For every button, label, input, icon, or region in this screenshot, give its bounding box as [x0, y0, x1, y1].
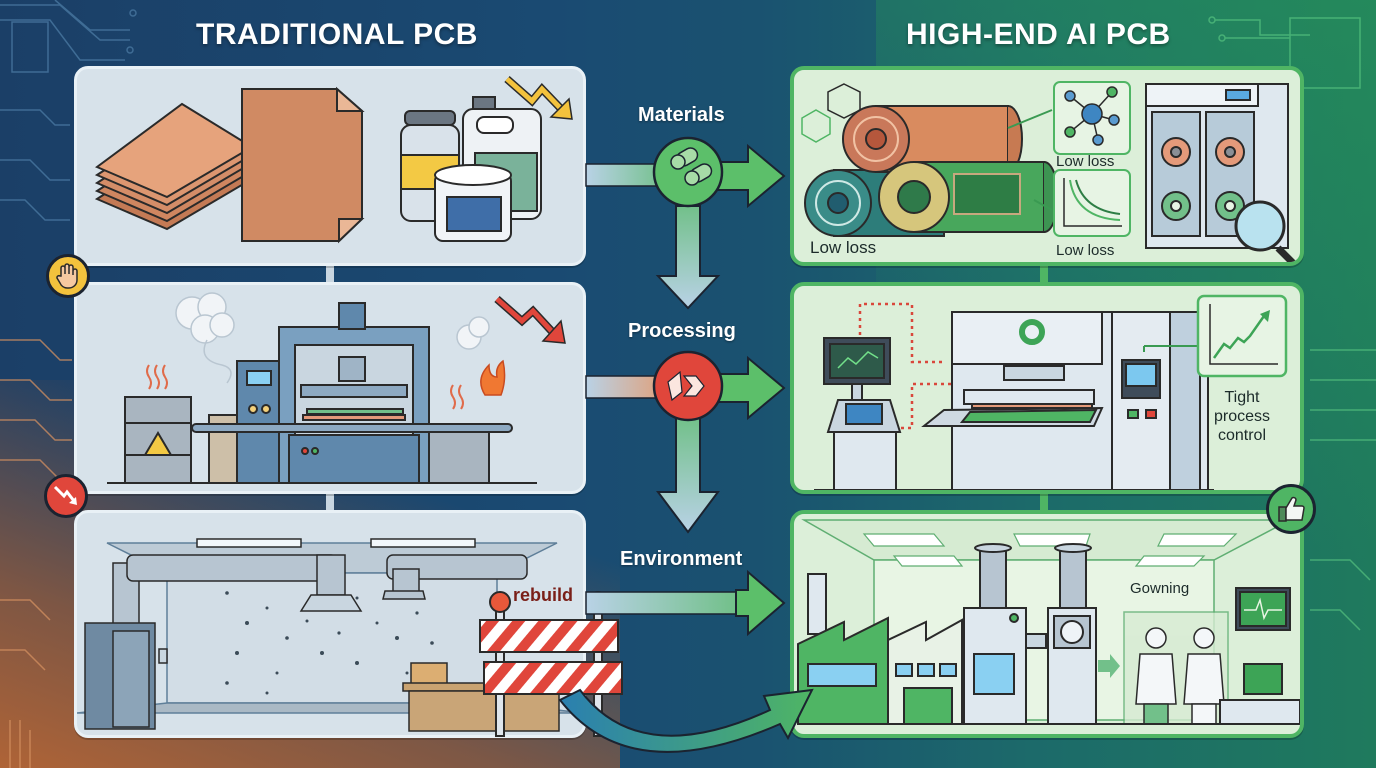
chemical-jar [400, 110, 460, 222]
curve-low-loss-label: Low loss [1056, 242, 1115, 259]
cleanroom-worker [1135, 627, 1225, 725]
magnifier-icon [1234, 200, 1297, 262]
gowning-room [1123, 611, 1229, 725]
ceiling-light [196, 538, 476, 548]
downtrend-badge [44, 474, 88, 518]
fire-icon [480, 359, 506, 396]
downtrend-arrow-icon [494, 295, 566, 344]
molecule-hexagon-icon [801, 83, 861, 143]
left-panel-connector [326, 266, 334, 282]
copper-laminate-stack [94, 102, 255, 231]
right-panel-connector [1040, 494, 1048, 510]
label-line: Tight [1224, 389, 1260, 406]
air-handler [963, 543, 1120, 725]
trend-chart-icon [1196, 294, 1288, 378]
processing-down-arrow [656, 417, 720, 534]
label-line: control [1217, 427, 1267, 444]
material-rolls-hub-icon [652, 136, 724, 208]
rebuild-label: rebuild [513, 585, 574, 605]
thumbs-up-icon [1278, 496, 1305, 522]
processing-category-label: Processing [628, 320, 736, 342]
right-panel-connector [1040, 266, 1048, 282]
cabinet [84, 622, 168, 730]
data-link-dotted [858, 302, 984, 430]
stop-hand-badge [46, 254, 90, 298]
resin-can [434, 164, 512, 242]
materials-right-arrow [715, 143, 786, 209]
airflow-arrow-icon [1098, 654, 1120, 678]
traditional-pcb-title: TRADITIONAL PCB [196, 18, 478, 51]
ai-pcb-title: HIGH-END AI PCB [906, 18, 1171, 51]
materials-flow-bar [585, 163, 667, 187]
materials-down-arrow [655, 205, 721, 310]
traditional-materials-panel [74, 66, 586, 266]
molecule-diagram-icon [1053, 81, 1131, 155]
thumbs-up-badge [1266, 484, 1316, 534]
ai-processing-panel: Tight process control [790, 282, 1304, 494]
molecule-low-loss-label: Low loss [1056, 153, 1115, 170]
tight-process-control-label: Tight process control [1198, 388, 1286, 445]
left-panel-connector [326, 494, 334, 510]
environment-right-arrow [735, 569, 786, 637]
lamination-press [191, 302, 513, 484]
ducting [112, 554, 528, 654]
ai-environment-panel: Gowning [790, 510, 1304, 738]
gowning-label: Gowning [1130, 580, 1190, 597]
ai-materials-panel: Low loss Low loss Low loss [790, 66, 1304, 266]
downtrend-arrow-icon [504, 75, 573, 120]
traditional-processing-panel [74, 282, 586, 494]
copper-foil-sheet [241, 86, 365, 244]
factory [797, 573, 963, 725]
broken-arrow-hub-icon [652, 350, 724, 422]
downtrend-arrow-icon [53, 485, 77, 505]
dust-particles [225, 591, 434, 695]
control-terminal [823, 337, 902, 490]
green-roll [878, 161, 1059, 233]
monitor [1219, 587, 1300, 725]
precision-press [921, 311, 1209, 490]
hazard-drum [124, 396, 192, 484]
ceiling-light [862, 533, 1238, 567]
stop-hand-icon [56, 263, 78, 289]
loss-curve-chart-icon [1053, 169, 1131, 237]
warning-icon [143, 431, 173, 456]
environment-category-label: Environment [620, 548, 743, 570]
roll-low-loss-label: Low loss [810, 238, 877, 257]
smoke-cloud [175, 292, 490, 384]
label-line: process [1213, 408, 1271, 425]
materials-category-label: Materials [638, 104, 725, 126]
processing-right-arrow [715, 355, 786, 421]
